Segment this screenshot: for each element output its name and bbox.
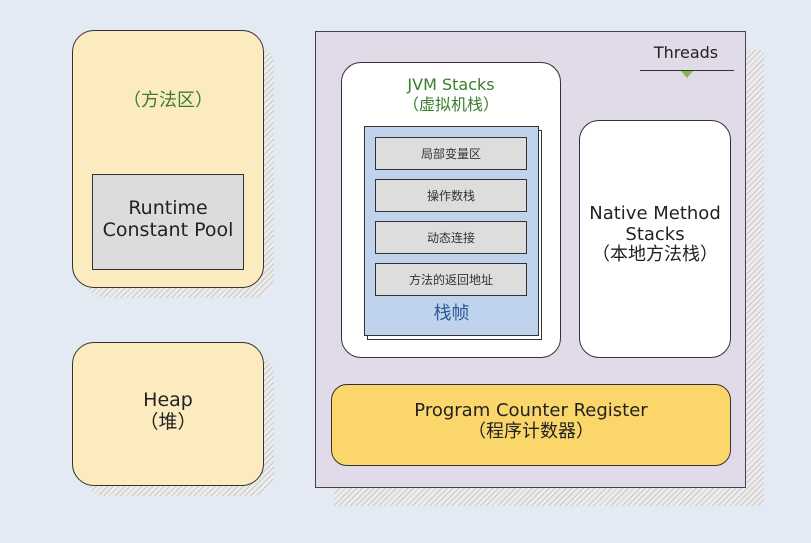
- stack-frame: 局部变量区 操作数栈 动态连接 方法的返回地址 栈帧: [364, 126, 539, 336]
- stack-frame-label: 栈帧: [433, 303, 470, 324]
- program-counter-register-line1: Program Counter Register: [414, 400, 648, 421]
- threads-panel: Threads JVM Stacks （虚拟机栈） 局部变量区 操作数栈 动态连…: [315, 31, 746, 488]
- stack-frame-slot-return-address: 方法的返回地址: [375, 263, 527, 296]
- stack-frame-slot-local-variables: 局部变量区: [375, 137, 527, 170]
- program-counter-register: Program Counter Register （程序计数器）: [331, 384, 731, 466]
- heap-line1: Heap: [143, 389, 193, 411]
- runtime-constant-pool-line2: Constant Pool: [102, 218, 234, 241]
- native-method-stacks-label: Native Method Stacks （本地方法栈）: [580, 203, 730, 266]
- threads-label: Threads: [653, 43, 719, 62]
- native-method-stacks-line3: （本地方法栈）: [592, 244, 718, 266]
- jvm-stacks-line1: JVM Stacks: [407, 75, 495, 94]
- stack-frame-slot-operand-stack: 操作数栈: [375, 179, 527, 212]
- jvm-stacks: JVM Stacks （虚拟机栈） 局部变量区 操作数栈 动态连接 方法的返回地…: [341, 62, 561, 358]
- heap-line2: （堆）: [139, 410, 197, 433]
- native-method-stacks: Native Method Stacks （本地方法栈）: [579, 120, 731, 358]
- runtime-constant-pool: Runtime Constant Pool: [92, 174, 244, 270]
- native-method-stacks-line2: Stacks: [625, 223, 685, 245]
- native-method-stacks-line1: Native Method: [589, 203, 721, 224]
- program-counter-register-label: Program Counter Register （程序计数器）: [332, 400, 730, 442]
- method-area-label: （方法区）: [123, 90, 213, 111]
- heap-label: Heap （堆）: [73, 389, 263, 434]
- method-area: （方法区） Runtime Constant Pool: [72, 30, 264, 288]
- runtime-constant-pool-label: Runtime Constant Pool: [93, 197, 243, 242]
- threads-label-marker: [681, 71, 693, 78]
- stack-frame-slot-dynamic-linking: 动态连接: [375, 221, 527, 254]
- runtime-constant-pool-line1: Runtime: [128, 197, 208, 219]
- heap: Heap （堆）: [72, 342, 264, 486]
- program-counter-register-line2: （程序计数器）: [468, 420, 594, 442]
- jvm-stacks-line2: （虚拟机栈）: [402, 95, 499, 114]
- threads-label-line: [640, 70, 734, 71]
